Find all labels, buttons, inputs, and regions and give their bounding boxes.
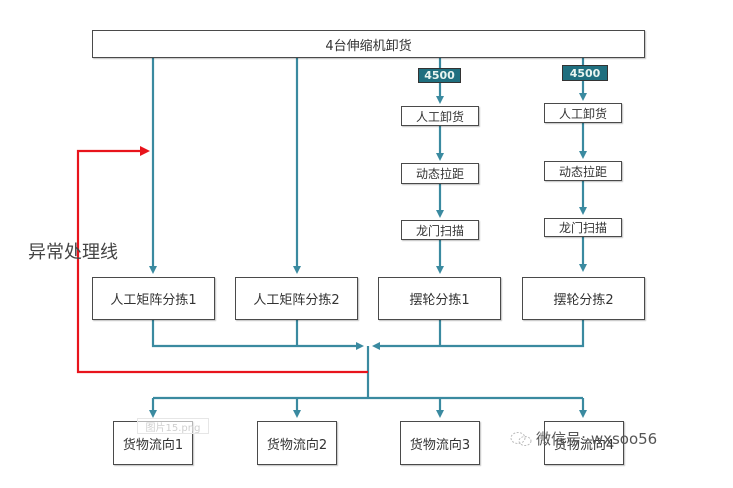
unloading-header-box: 4台伸缩机卸货 [92,30,645,58]
file-name-watermark: 图片15.png [137,418,209,434]
merge-line-right [440,320,585,348]
step-box: 人工卸货 [544,103,622,123]
sorter-box: 人工矩阵分拣2 [235,277,358,320]
step-label: 龙门扫描 [415,223,464,238]
unloading-header-label: 4台伸缩机卸货 [325,38,412,54]
output-label: 货物流向2 [266,437,328,453]
step-box: 动态拉距 [401,163,479,184]
output-box: 货物流向2 [257,421,337,465]
step-label: 人工卸货 [558,106,607,121]
output-box: 货物流向4 [544,421,624,465]
output-label: 货物流向3 [409,437,471,453]
step-box: 龙门扫描 [401,220,479,240]
step-box: 动态拉距 [544,161,622,181]
step-label: 动态拉距 [558,164,607,179]
wechat-icon [510,431,532,447]
sorter-label: 摆轮分拣2 [553,293,614,308]
capacity-badge: 4500 [562,65,608,81]
step-label: 人工卸货 [415,109,464,124]
merge-line-left [151,320,297,348]
sorter-box: 摆轮分拣2 [522,277,645,320]
sorter-box: 摆轮分拣1 [378,277,501,320]
wechat-watermark: 微信号: wxsoo56 [510,428,657,449]
step-label: 龙门扫描 [558,221,607,235]
output-label: 货物流向1 [122,437,184,453]
capacity-badge: 4500 [418,68,461,83]
step-label: 动态拉距 [415,167,464,181]
exception-line [76,146,368,374]
sorter-label: 人工矩阵分拣2 [253,293,340,308]
output-label: 货物流向4 [553,437,615,453]
sorter-box: 人工矩阵分拣1 [92,277,215,320]
exception-line-label: 异常处理线 [28,242,118,263]
wechat-id: 微信号: wxsoo56 [536,430,658,448]
capacity-badge-label: 4500 [569,66,601,80]
output-box: 货物流向3 [400,421,480,465]
step-box: 人工卸货 [401,106,479,126]
step-box: 龙门扫描 [544,218,622,237]
sorter-label: 人工矩阵分拣1 [110,293,197,308]
capacity-badge-label: 4500 [424,69,455,82]
sorter-label: 摆轮分拣1 [409,293,470,308]
